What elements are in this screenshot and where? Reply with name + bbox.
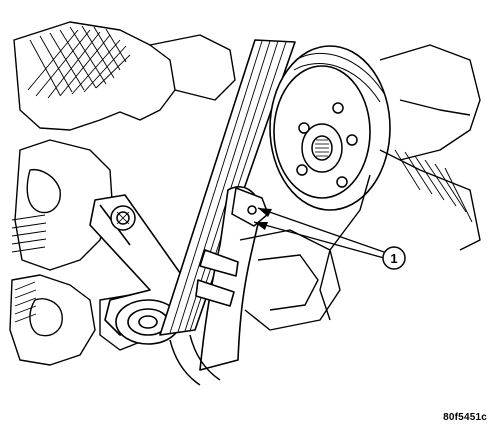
callout-arrowhead-lower bbox=[254, 222, 268, 230]
bracket-hatch bbox=[394, 149, 473, 223]
tensioner-pulley bbox=[115, 299, 181, 345]
ribbed-housing bbox=[11, 214, 47, 323]
sensor-connector bbox=[231, 186, 269, 227]
callout-circle bbox=[382, 246, 406, 270]
callout-arrowhead-upper bbox=[258, 208, 272, 217]
figure-code: 80f5451c bbox=[443, 412, 487, 423]
callout-leader-lower bbox=[253, 221, 385, 259]
lower-hose bbox=[169, 334, 221, 386]
callout-leader-upper bbox=[257, 207, 385, 253]
lower-housing bbox=[239, 229, 341, 331]
hatched-cover bbox=[27, 25, 131, 99]
callout-number: 1 bbox=[390, 251, 397, 266]
tensioner-bolt bbox=[110, 205, 136, 231]
tensioner-arm bbox=[89, 194, 186, 336]
hub-thread bbox=[315, 139, 329, 157]
callout-1: 1 bbox=[253, 207, 406, 270]
